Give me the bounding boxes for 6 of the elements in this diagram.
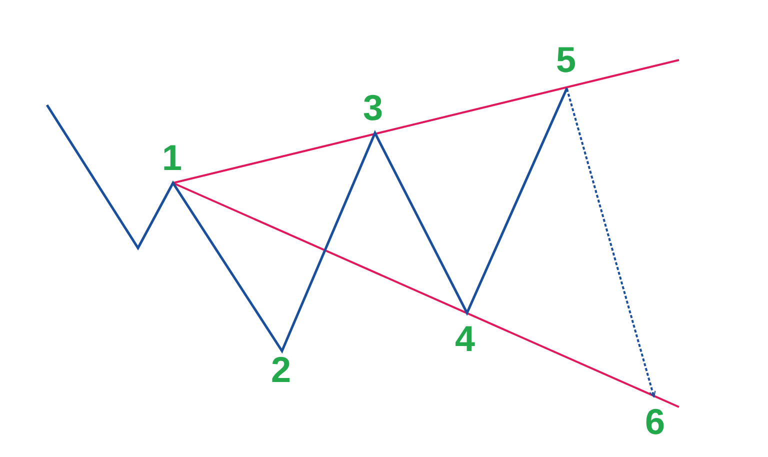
point-number: 6 — [644, 404, 666, 440]
point-number: 4 — [454, 321, 476, 357]
point-number: 3 — [362, 90, 384, 126]
point-number: 1 — [162, 140, 182, 176]
point-number: 5 — [556, 42, 576, 78]
point-number: 2 — [270, 352, 292, 388]
